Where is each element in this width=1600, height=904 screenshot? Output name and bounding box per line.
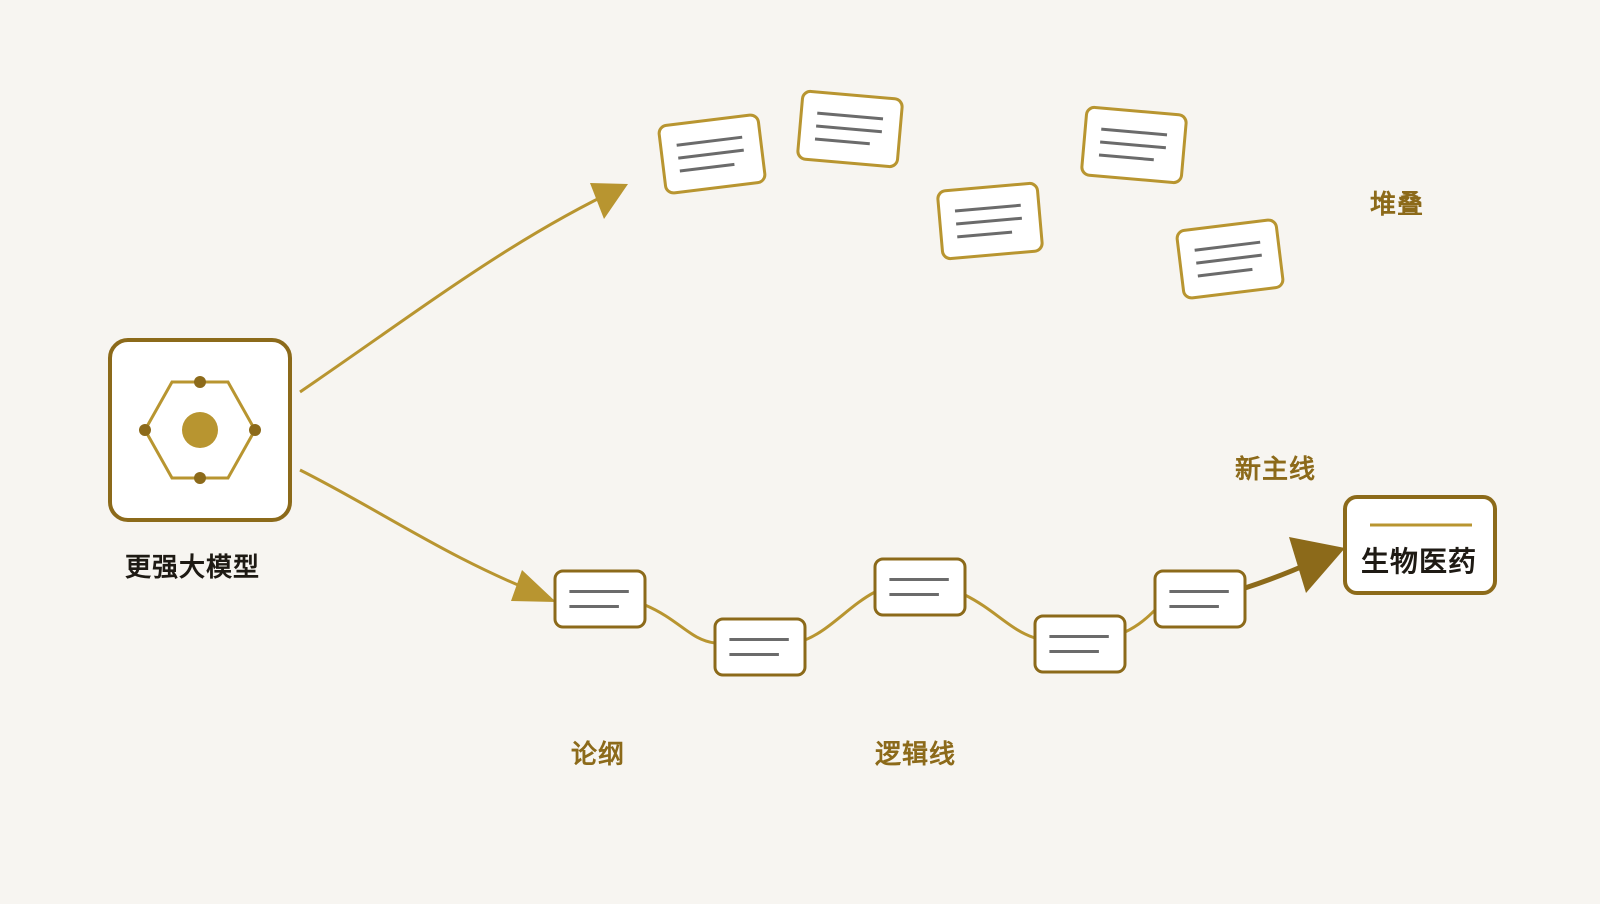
card-text-line [957,230,1013,239]
chain-connector-2 [804,590,876,642]
scattered-card-3 [936,181,1044,261]
arrow-to-stack [299,186,621,394]
new-mainline-label: 新主线 [1235,455,1317,485]
model-node [108,338,292,522]
chain-card-2 [713,617,807,677]
card-text-line [1101,127,1168,137]
scattered-card-2 [796,89,904,169]
chain-card-1 [553,569,647,629]
card-text-line [814,137,870,146]
chain-card-4 [1033,614,1127,674]
chain-card-3 [873,557,967,617]
target-node-label: 生物医药 [1361,545,1478,578]
chain-connector-3 [964,593,1036,640]
card-text-line [817,111,884,121]
card-text-line [1098,153,1154,162]
card-text-line [678,148,744,160]
card-text-line [1099,140,1167,150]
scattered-card-5 [1175,218,1285,300]
outline-label: 论纲 [571,740,626,770]
stack-label: 堆叠 [1370,190,1425,220]
target-node [1343,495,1497,595]
arrow-to-outline-head [511,570,556,602]
chain-connector-4 [1124,608,1157,634]
arrow-to-outline [299,468,551,600]
card-text-line [679,162,735,173]
card-text-line [1194,240,1261,252]
hexagon-network-icon [139,376,261,484]
chain-card-5 [1153,569,1247,629]
chain-connector-1 [644,603,716,645]
logic-line-label: 逻辑线 [875,740,957,770]
card-text-line [955,216,1023,226]
card-text-line [954,203,1021,213]
arrow-to-target-head [1289,537,1345,593]
card-text-line [1196,253,1262,265]
card-text-line [676,135,743,147]
model-node-label: 更强大模型 [125,553,261,583]
card-text-line [815,124,883,134]
arrow-to-stack-head [590,183,628,219]
card-text-line [1197,267,1253,278]
scattered-card-1 [657,113,767,195]
scattered-card-4 [1080,105,1188,185]
